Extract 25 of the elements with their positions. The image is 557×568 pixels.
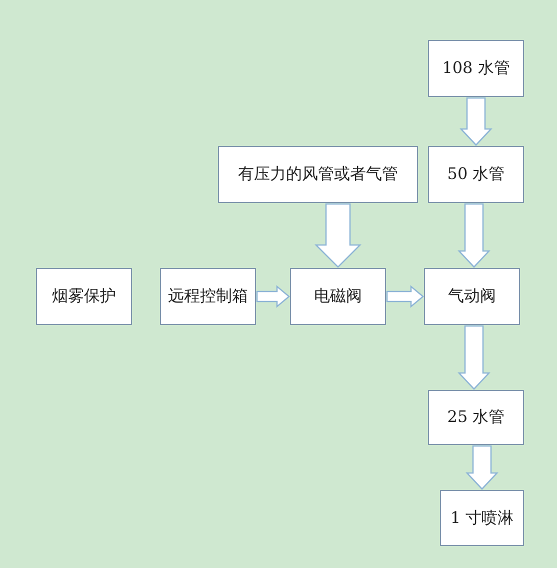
box-label: 电磁阀 [314,286,362,307]
process-box [424,268,520,325]
box-label: 25 水管 [447,407,505,428]
box-label: 1 寸喷淋 [450,508,514,528]
box-label: 有压力的风管或者气管 [238,164,398,185]
block-arrow [466,445,498,490]
process-box [428,390,524,445]
block-arrow [458,325,490,390]
process-box [218,146,418,203]
block-arrow [256,285,290,308]
process-box [428,146,524,203]
box-label: 50 水管 [447,164,505,185]
block-arrow [458,203,490,268]
process-box [36,268,132,325]
box-label: 气动阀 [448,286,496,307]
box-label: 远程控制箱 [168,286,248,307]
block-arrow [460,97,492,146]
process-box [440,490,524,546]
block-arrow [386,285,424,308]
process-box [290,268,386,325]
box-label: 108 水管 [442,58,510,79]
box-label: 烟雾保护 [52,286,116,307]
process-box [428,40,524,97]
process-box [160,268,256,325]
block-arrow [314,203,362,268]
